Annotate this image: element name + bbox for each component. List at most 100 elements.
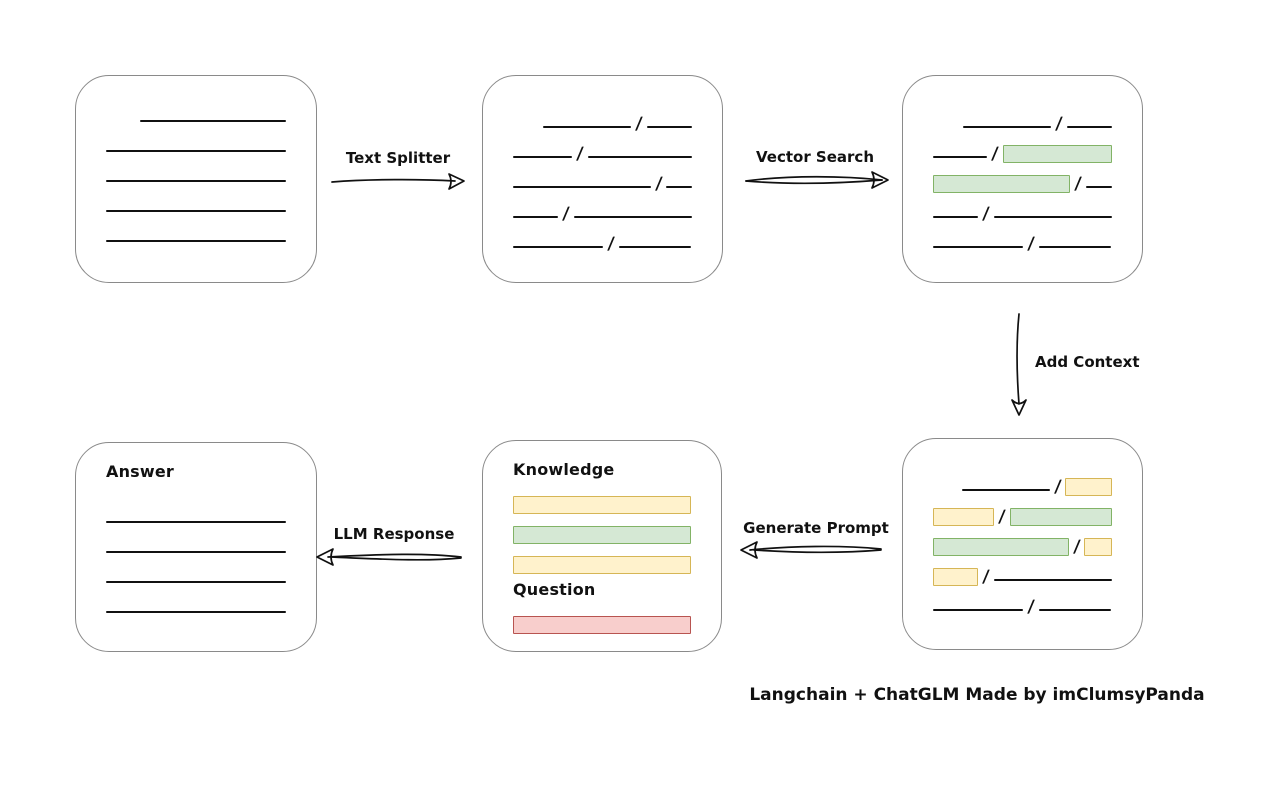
indent-space bbox=[933, 496, 962, 497]
text-line bbox=[933, 246, 1023, 248]
slash-separator: / bbox=[997, 507, 1007, 527]
chunk-row bbox=[106, 559, 286, 589]
chunk-row: / bbox=[933, 467, 1112, 497]
text-line bbox=[1039, 609, 1111, 611]
chunk-row bbox=[513, 545, 691, 575]
spacer bbox=[106, 487, 286, 499]
text-line bbox=[1086, 186, 1112, 188]
indent-space bbox=[106, 127, 140, 128]
text-line bbox=[106, 611, 286, 613]
text-line bbox=[993, 216, 1112, 218]
slash-separator: / bbox=[1054, 114, 1064, 134]
text-line bbox=[962, 126, 1052, 128]
chunk-row bbox=[513, 605, 691, 635]
answer-box: Answer bbox=[75, 442, 317, 652]
slash-separator: / bbox=[1053, 477, 1062, 497]
chunk-row: / bbox=[933, 587, 1112, 617]
slash-separator: / bbox=[981, 204, 991, 224]
text-line bbox=[513, 216, 559, 218]
text-line bbox=[139, 120, 286, 122]
text-line bbox=[933, 216, 979, 218]
indent-space bbox=[513, 133, 543, 134]
llm-response-label: LLM Response bbox=[333, 525, 455, 543]
chunk-row: / bbox=[933, 194, 1112, 224]
chunk-row: / bbox=[513, 134, 692, 164]
slash-separator: / bbox=[1026, 597, 1036, 617]
chunk-row: / bbox=[933, 134, 1112, 164]
chunk-row: / bbox=[933, 224, 1112, 254]
source-document-box bbox=[75, 75, 317, 283]
chunk-row bbox=[106, 218, 286, 248]
slash-separator: / bbox=[575, 144, 585, 164]
green-highlight-bar bbox=[513, 526, 691, 544]
chunk-row bbox=[106, 128, 286, 158]
chunk-row: / bbox=[933, 557, 1112, 587]
slash-separator: / bbox=[654, 174, 663, 194]
caption: Langchain + ChatGLM Made by imClumsyPand… bbox=[749, 685, 1205, 705]
yellow-highlight-bar bbox=[1084, 538, 1112, 556]
chunk-row: / bbox=[933, 104, 1112, 134]
split-chunks-box: / / / / / bbox=[482, 75, 723, 283]
answer-label: Answer bbox=[106, 462, 175, 481]
chunk-row: / bbox=[513, 224, 692, 254]
chunk-row bbox=[513, 485, 691, 515]
text-line bbox=[666, 186, 692, 188]
chunk-row: / bbox=[933, 497, 1112, 527]
text-line bbox=[513, 246, 603, 248]
yellow-highlight-bar bbox=[513, 496, 691, 514]
slash-separator: / bbox=[561, 204, 571, 224]
chunk-row: / bbox=[513, 164, 692, 194]
vector-search-label: Vector Search bbox=[755, 148, 874, 166]
chunk-row: / bbox=[513, 194, 692, 224]
text-splitter-label: Text Splitter bbox=[345, 149, 451, 167]
text-splitter-arrow bbox=[331, 173, 465, 190]
green-highlight-bar bbox=[1002, 145, 1112, 163]
chunk-row: / bbox=[933, 164, 1112, 194]
text-line bbox=[933, 609, 1023, 611]
yellow-highlight-bar bbox=[1065, 478, 1112, 496]
context-chunks-box: / / / / / bbox=[902, 438, 1143, 650]
text-line bbox=[106, 581, 286, 583]
text-line bbox=[962, 489, 1050, 491]
chunk-row bbox=[106, 158, 286, 188]
red-highlight-bar bbox=[513, 616, 691, 634]
green-highlight-bar bbox=[1009, 508, 1112, 526]
text-line bbox=[1066, 126, 1112, 128]
text-line bbox=[1039, 246, 1111, 248]
text-line bbox=[573, 216, 692, 218]
green-highlight-bar bbox=[933, 538, 1069, 556]
slash-separator: / bbox=[990, 144, 1000, 164]
chunk-row: / bbox=[513, 104, 692, 134]
text-line bbox=[106, 551, 286, 553]
chunk-row bbox=[106, 529, 286, 559]
yellow-highlight-bar bbox=[933, 568, 979, 586]
slash-separator: / bbox=[1074, 174, 1083, 194]
chunk-row: / bbox=[933, 527, 1112, 557]
text-line bbox=[994, 579, 1112, 581]
chunk-row bbox=[106, 589, 286, 619]
slash-separator: / bbox=[634, 114, 644, 134]
vector-search-results-box: ///// bbox=[902, 75, 1143, 283]
indent-space bbox=[933, 133, 963, 134]
text-line bbox=[106, 150, 286, 152]
text-line bbox=[106, 180, 286, 182]
slash-separator: / bbox=[982, 567, 991, 587]
knowledge-label: Knowledge bbox=[513, 460, 615, 479]
slash-separator: / bbox=[1072, 537, 1081, 557]
text-line bbox=[646, 126, 692, 128]
green-highlight-bar bbox=[933, 175, 1071, 193]
text-line bbox=[513, 156, 573, 158]
chunk-row bbox=[106, 188, 286, 218]
text-line bbox=[513, 186, 651, 188]
generate-prompt-label: Generate Prompt bbox=[743, 519, 889, 537]
text-line bbox=[619, 246, 691, 248]
vector-search-arrow bbox=[745, 171, 889, 189]
question-label: Question bbox=[513, 580, 596, 599]
text-line bbox=[106, 521, 286, 523]
text-line bbox=[933, 156, 988, 158]
text-line bbox=[106, 210, 286, 212]
text-line bbox=[106, 240, 286, 242]
slash-separator: / bbox=[606, 234, 616, 254]
